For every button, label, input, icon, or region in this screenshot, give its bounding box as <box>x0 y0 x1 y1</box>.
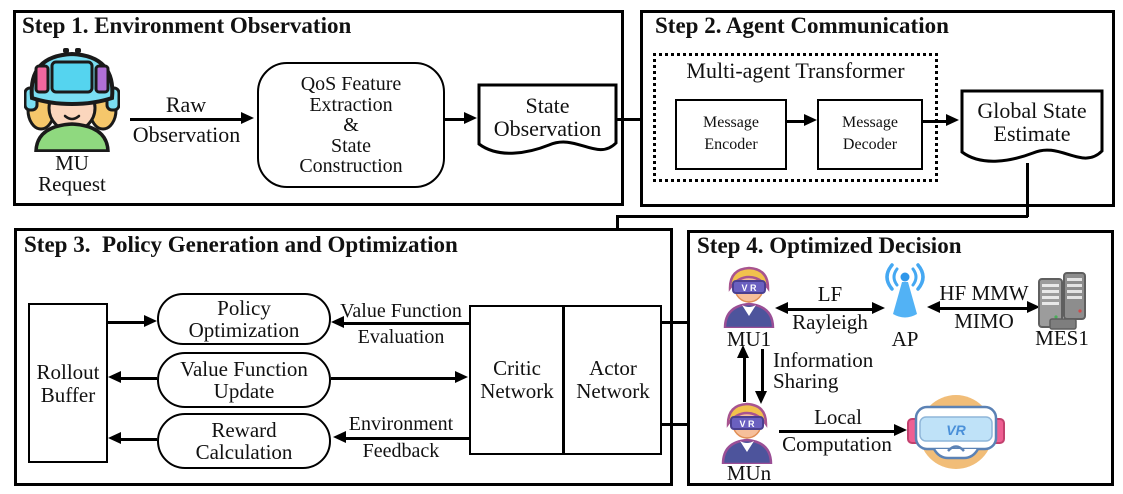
multi-agent-transformer-box <box>653 53 938 182</box>
information-label: Information <box>773 348 874 372</box>
vr-user-icon: V R <box>720 400 774 464</box>
arrow-hf-mmw-mimo <box>938 307 1030 310</box>
vr-logo-text: VR <box>946 422 966 438</box>
step4-title: Step 4. Optimized Decision <box>697 233 962 258</box>
arrow-value-function-evaluation <box>342 322 469 325</box>
vr-headset-icon: VR <box>906 387 1006 477</box>
connector-gse-across <box>616 215 1028 218</box>
mimo-label: MIMO <box>954 309 1014 333</box>
ap-label: AP <box>891 327 919 351</box>
arrow-actor-to-mu1 <box>662 321 710 324</box>
arrowhead <box>333 431 346 443</box>
arrow-rollout-to-policy <box>108 321 148 324</box>
value-function-evaluation-label-bottom: Evaluation <box>357 326 445 348</box>
raw-observation-label-bottom: Observation <box>132 122 241 147</box>
arrow-raw-observation <box>130 118 242 121</box>
ap-antenna-icon <box>878 260 932 326</box>
message-decoder-box: Message Decoder <box>817 99 923 170</box>
arrowhead <box>755 391 767 404</box>
arrow-qos-to-state <box>445 118 467 121</box>
state-observation-text: State Observation <box>493 93 602 141</box>
arrow-info-sharing-up <box>743 356 746 402</box>
arrowhead <box>804 114 817 126</box>
vr-user-female-icon <box>24 46 120 152</box>
policy-optimization-node: Policy Optimization <box>157 293 331 345</box>
arrow-local-computation <box>779 430 897 433</box>
connector-gse-down <box>1026 163 1029 217</box>
vr-user-icon: V R <box>722 264 776 328</box>
edge-server-icon <box>1036 271 1088 331</box>
global-state-estimate-text: Global State Estimate <box>977 98 1087 146</box>
arrowhead <box>946 114 959 126</box>
multi-agent-transformer-label: Multi-agent Transformer <box>686 58 905 83</box>
arrowhead <box>108 432 121 444</box>
environment-feedback-label-top: Environment <box>348 413 454 435</box>
sharing-label: Sharing <box>773 369 839 393</box>
arrow-vfu-to-rollout <box>119 377 157 380</box>
arrow-encoder-to-decoder <box>787 120 807 123</box>
rollout-buffer-box: Rollout Buffer <box>28 303 108 463</box>
arrowhead <box>331 316 344 328</box>
arrowhead <box>455 371 468 383</box>
critic-network-label: Critic Network <box>480 356 554 403</box>
arrowhead <box>241 112 254 124</box>
arrowhead <box>894 424 907 436</box>
critic-actor-box <box>469 305 662 455</box>
step2-title: Step 2. Agent Communication <box>655 13 949 38</box>
arrow-environment-feedback <box>344 437 469 440</box>
arrowhead <box>872 302 885 314</box>
hf-mmw-label: HF MMW <box>939 281 1029 305</box>
arrowhead <box>108 371 121 383</box>
arrowhead <box>927 301 940 313</box>
qos-feature-extraction-box: QoS Feature Extraction & State Construct… <box>257 62 445 188</box>
step1-title: Step 1. Environment Observation <box>22 13 352 38</box>
mu1-label: MU1 <box>726 327 772 351</box>
computation-label: Computation <box>782 432 892 456</box>
mu-request-label: MU Request <box>38 151 106 196</box>
arrowhead <box>1027 301 1040 313</box>
arrow-state-to-encoder <box>617 118 660 121</box>
mun-label: MUn <box>726 461 772 485</box>
raw-observation-label-top: Raw <box>165 92 207 117</box>
goggle-text: V R <box>739 419 755 429</box>
arrowhead <box>737 345 749 358</box>
value-function-update-node: Value Function Update <box>157 352 331 408</box>
state-observation-doc: State Observation <box>477 83 618 165</box>
value-function-evaluation-label-top: Value Function <box>340 300 462 322</box>
reward-calculation-node: Reward Calculation <box>157 413 331 469</box>
global-state-estimate-doc: Global State Estimate <box>960 89 1104 173</box>
arrowhead <box>775 302 788 314</box>
mes1-label: MES1 <box>1035 326 1089 350</box>
arrow-actor-to-mun <box>662 423 708 426</box>
actor-network-label: Actor Network <box>576 356 650 403</box>
arrowhead <box>464 112 477 124</box>
goggle-text: V R <box>741 283 757 293</box>
arrow-vfu-to-critic <box>331 377 457 380</box>
arrow-info-sharing-down <box>761 349 764 393</box>
message-encoder-box: Message Encoder <box>675 99 787 170</box>
arrow-reward-to-rollout <box>119 438 157 441</box>
arrow-decoder-to-gse <box>923 120 949 123</box>
rayleigh-label: Rayleigh <box>792 310 868 334</box>
environment-feedback-label-bottom: Feedback <box>362 440 440 462</box>
step3-title: Step 3. Policy Generation and Optimizati… <box>24 232 458 257</box>
arrow-lf-rayleigh <box>786 308 875 311</box>
local-label: Local <box>814 405 862 429</box>
lf-label: LF <box>817 282 843 306</box>
arrowhead <box>144 315 157 327</box>
critic-actor-divider <box>562 306 565 454</box>
